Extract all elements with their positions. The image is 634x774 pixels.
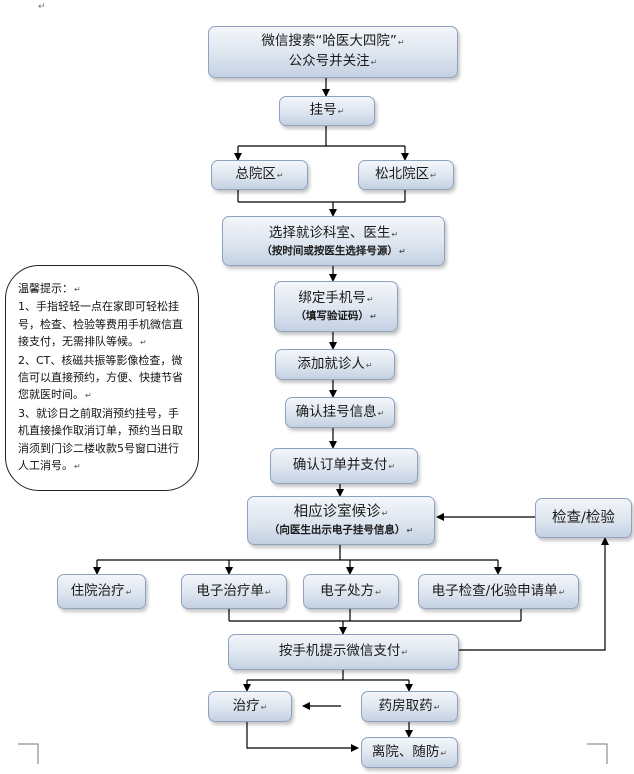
node-hospitalization: 住院治疗↵ (57, 574, 146, 609)
node-bind-phone: 绑定手机号↵ （填写验证码）↵ (274, 281, 398, 332)
page-corner-marks (18, 743, 608, 764)
node-choose-department: 选择就诊科室、医生↵ （按时间或按医生选择号源）↵ (222, 216, 445, 266)
node-e-exam-request: 电子检查/化验申请单↵ (418, 574, 579, 609)
arrow-pay-to-inspection (459, 537, 609, 651)
node-waiting-room: 相应诊室候诊↵ （向医生出示电子挂号信息）↵ (247, 496, 435, 545)
node-e-prescription: 电子处方↵ (303, 574, 399, 609)
arrow-treatment-to-discharge (246, 722, 359, 752)
paragraph-mark: ↵ (38, 2, 46, 12)
tips-item-3: 3、就诊日之前取消预约挂号，手机直接操作取消订单，预约当日取消须到门诊二楼收款5… (18, 406, 183, 473)
tips-panel: 温馨提示：↵ 1、手指轻轻一点在家即可轻松挂号，检查、检验等费用手机微信直接支付… (5, 265, 199, 491)
tips-title: 温馨提示：↵ (18, 282, 81, 295)
node-add-patient: 添加就诊人↵ (275, 349, 395, 380)
tips-item-1: 1、手指轻轻一点在家即可轻松挂号，检查、检验等费用手机微信直接支付，无需排队等候… (18, 300, 183, 349)
node-confirm-order: 确认订单并支付↵ (270, 448, 418, 484)
node-wechat-pay: 按手机提示微信支付↵ (228, 634, 459, 670)
node-discharge: 离院、随防↵ (361, 737, 458, 768)
node-songbei-campus: 松北院区↵ (358, 160, 454, 190)
node-e-treatment: 电子治疗单↵ (181, 574, 287, 609)
node-main-campus: 总院区↵ (211, 160, 308, 190)
node-treatment: 治疗↵ (208, 691, 292, 722)
tips-item-2: 2、CT、核磁共振等影像检查，微信可以直接预约，方便、快捷节省您就医时间。↵ (18, 353, 183, 402)
node-wechat-search: 微信搜索“哈医大四院”↵ 公众号并关注↵ (208, 26, 458, 78)
node-inspection: 检查/检验 (535, 498, 632, 538)
node-confirm-registration: 确认挂号信息↵ (285, 397, 395, 428)
node-register: 挂号↵ (279, 96, 375, 126)
node-pharmacy: 药房取药↵ (361, 691, 458, 722)
